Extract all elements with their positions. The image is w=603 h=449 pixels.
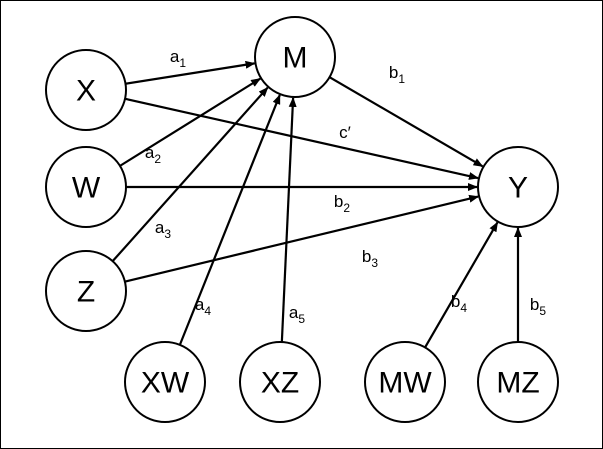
edge-label-main: a xyxy=(170,47,180,66)
node-label: X xyxy=(76,75,96,108)
edge-label-x-to-m: a1 xyxy=(170,47,186,70)
edge-label-main: a xyxy=(195,295,205,314)
node-mw: MW xyxy=(364,341,446,423)
edge-label-main: c′ xyxy=(339,123,351,142)
edge-z-to-m xyxy=(111,86,269,262)
node-label: MW xyxy=(378,367,432,400)
node-circle xyxy=(477,146,559,228)
node-circle xyxy=(239,341,321,423)
edge-xz-to-m xyxy=(280,96,297,343)
edges-layer xyxy=(111,60,522,348)
node-label: W xyxy=(72,172,101,205)
edge-label-mw-to-y: b4 xyxy=(451,292,467,315)
edge-arrow xyxy=(111,86,269,262)
node-circle xyxy=(45,146,127,228)
edge-label-main: b xyxy=(530,295,539,314)
node-xw: XW xyxy=(124,341,206,423)
node-circle xyxy=(254,16,336,98)
edge-label-x-to-y: c′ xyxy=(339,123,351,142)
edge-arrow xyxy=(125,60,256,85)
node-label: MZ xyxy=(496,367,539,400)
node-label: XZ xyxy=(261,367,299,400)
node-w: W xyxy=(45,146,127,228)
edge-label-main: a xyxy=(289,303,299,322)
edge-label-main: a xyxy=(155,218,165,237)
edge-label-z-to-y: b3 xyxy=(362,247,378,270)
edge-z-to-y xyxy=(124,194,480,283)
edge-label-subscript: 4 xyxy=(460,301,467,315)
edge-mw-to-y xyxy=(424,221,499,348)
edge-arrow xyxy=(329,76,484,168)
edge-label-main: b xyxy=(362,247,371,266)
node-label: XW xyxy=(141,367,190,400)
node-label: Z xyxy=(77,276,95,309)
node-x: X xyxy=(45,49,127,131)
edge-m-to-y xyxy=(329,76,484,168)
node-xz: XZ xyxy=(239,341,321,423)
node-label: Y xyxy=(508,172,528,205)
edge-label-main: b xyxy=(451,292,460,311)
edge-label-subscript: 5 xyxy=(298,312,305,326)
node-circle xyxy=(477,341,559,423)
edge-label-mz-to-y: b5 xyxy=(530,295,546,318)
edge-x-to-y xyxy=(124,97,479,180)
edge-arrow xyxy=(124,97,479,180)
edge-label-m-to-y: b1 xyxy=(389,63,405,86)
node-circle xyxy=(45,250,127,332)
node-circle xyxy=(124,341,206,423)
node-circle xyxy=(364,341,446,423)
edge-label-subscript: 3 xyxy=(164,227,171,241)
edge-arrow xyxy=(124,194,480,283)
node-z: Z xyxy=(45,250,127,332)
edge-label-subscript: 2 xyxy=(154,152,161,166)
edge-arrow xyxy=(424,221,499,348)
edge-label-w-to-y: b2 xyxy=(334,192,350,215)
node-label: M xyxy=(283,42,308,75)
edge-arrow xyxy=(280,96,297,343)
edge-label-subscript: 1 xyxy=(398,72,405,86)
edge-label-w-to-m: a2 xyxy=(145,143,161,166)
edge-label-main: a xyxy=(145,143,155,162)
edge-arrow xyxy=(119,77,262,167)
edge-label-subscript: 3 xyxy=(371,256,378,270)
edge-xw-to-m xyxy=(178,94,281,346)
edge-label-subscript: 2 xyxy=(343,201,350,215)
edge-label-subscript: 4 xyxy=(204,304,211,318)
edge-label-main: b xyxy=(334,192,343,211)
edge-label-main: b xyxy=(389,63,398,82)
edge-w-to-m xyxy=(119,77,262,167)
edge-label-xz-to-m: a5 xyxy=(289,303,305,326)
node-y: Y xyxy=(477,146,559,228)
edge-x-to-m xyxy=(125,60,256,85)
edge-label-z-to-m: a3 xyxy=(155,218,171,241)
node-circle xyxy=(45,49,127,131)
edge-label-xw-to-m: a4 xyxy=(195,295,211,318)
edge-label-subscript: 1 xyxy=(179,56,186,70)
node-m: M xyxy=(254,16,336,98)
node-mz: MZ xyxy=(477,341,559,423)
edge-arrow xyxy=(178,94,281,346)
edge-label-subscript: 5 xyxy=(539,304,546,318)
